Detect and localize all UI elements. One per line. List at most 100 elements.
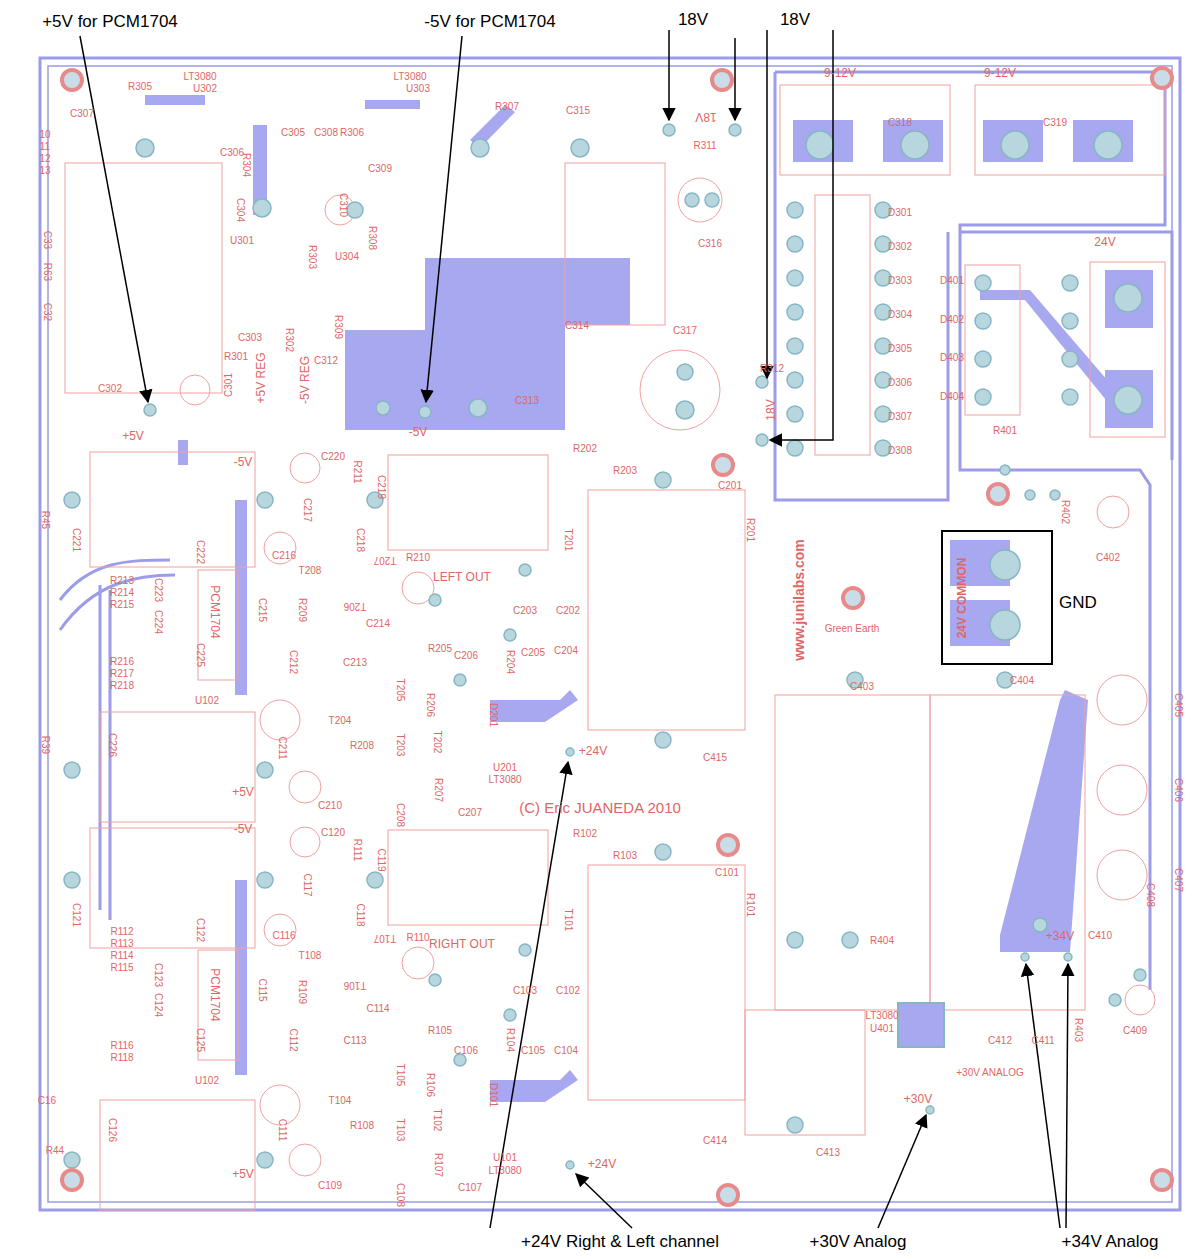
silkscreen-label: C301 [223,373,234,397]
silkscreen-label: U102 [195,695,219,706]
silkscreen-label: D402 [940,314,964,325]
terminal-box: 24V COMMONGND [941,530,1053,665]
annotation-label: +24V Right & Left channel [521,1233,719,1252]
silkscreen-label: R309 [333,315,344,339]
silkscreen-label: C225 [195,643,206,667]
silkscreen-label: C303 [238,332,262,343]
silkscreen-label: C402 [1096,552,1120,563]
silkscreen-label: T203 [395,734,406,757]
silkscreen-label: C316 [698,238,722,249]
silkscreen-label: C211 [277,736,288,759]
silkscreen-label: C314 [565,320,589,331]
silkscreen-label: C101 [715,867,739,878]
silkscreen-label: U401 [870,1023,894,1034]
silkscreen-label: R305 [128,81,152,92]
silkscreen-label: C310 [338,193,349,217]
silkscreen-label: C210 [318,800,342,811]
silkscreen-label: R302 [284,328,295,352]
silkscreen-label: R202 [573,443,597,454]
silkscreen-label: R311 [693,140,716,151]
silkscreen-label: R201 [745,518,756,542]
silkscreen-label: -5V REG [299,356,312,404]
silkscreen-label: C307 [70,108,94,119]
silkscreen-label: C204 [554,645,578,656]
silkscreen-label: R213 [110,575,134,586]
silkscreen-label: C105 [521,1045,545,1056]
silkscreen-label: C203 [513,605,537,616]
silkscreen-label: R217 [110,668,134,679]
silkscreen-label: +5V [122,430,144,443]
silkscreen-label: C102 [556,985,580,996]
silkscreen-label: C414 [703,1135,727,1146]
silkscreen-label: R105 [428,1025,452,1036]
silkscreen-label: R209 [297,598,308,622]
silkscreen-label: C218 [355,528,366,552]
silkscreen-label: R218 [110,680,134,691]
silkscreen-label: +5V [232,786,254,799]
heading-label: GND [1059,594,1097,613]
silkscreen-label: C319 [1043,117,1067,128]
silkscreen-label: 12 [39,153,50,164]
silkscreen-label: U302 [193,83,217,94]
silkscreen-label: R312 [760,363,784,374]
silkscreen-label: R402 [1060,500,1071,524]
silkscreen-label: C312 [314,355,338,366]
silkscreen-label: R214 [110,587,134,598]
annotation-label: -5V for PCM1704 [424,13,555,32]
silkscreen-label: C123 [153,963,164,987]
silkscreen-label: LEFT OUT [433,571,491,584]
regulator-tab [898,1003,944,1047]
silkscreen-label: -5V [234,456,253,469]
silkscreen-label: R109 [297,980,308,1004]
silkscreen-label: U102 [195,1075,219,1086]
silkscreen-label: R205 [428,643,452,654]
silkscreen-label: R306 [340,127,364,138]
silkscreen-label: C213 [343,657,367,668]
silkscreen-label: R203 [613,465,637,476]
silkscreen-label: www.junilabs.com [792,539,807,661]
silkscreen-label: PCM1704 [207,968,220,1021]
silkscreen-label: C306 [220,147,244,158]
solder-pad [64,124,1146,1169]
silkscreen-label: T101 [563,909,574,932]
silkscreen-label: D401 [940,275,964,286]
silkscreen-label: C221 [71,528,82,552]
silkscreen-label: D301 [888,207,912,218]
silkscreen-label: LT3080 [183,71,216,82]
silkscreen-label: R206 [425,693,436,717]
silkscreen-label: C216 [272,550,296,561]
silkscreen-label: C224 [153,610,164,634]
component-outline [65,85,1165,1210]
silkscreen-label: D305 [888,343,912,354]
silkscreen-label: -5V [409,426,428,439]
silkscreen-label: (C) Eric JUANEDA 2010 [519,800,681,817]
silkscreen-label: C403 [850,681,874,692]
silkscreen-label: R204 [505,650,516,674]
silkscreen-label: U303 [406,83,430,94]
silkscreen-label: R304 [241,153,252,177]
silkscreen-label: C125 [195,1028,206,1052]
silkscreen-label: T206 [344,601,367,612]
silkscreen-label: D307 [888,411,912,422]
silkscreen-label: R111 [352,839,363,861]
silkscreen-label: R118 [110,1052,133,1063]
silkscreen-label: U304 [335,251,359,262]
silkscreen-label: T107 [374,933,397,944]
silkscreen-label: C117 [302,873,313,896]
silkscreen-label: R108 [350,1120,374,1131]
silkscreen-label: C305 [281,127,305,138]
silkscreen-label: C112 [288,1028,299,1051]
silkscreen-label: C116 [272,930,295,941]
silkscreen-label: R44 [46,1145,64,1156]
silkscreen-label: R207 [433,778,444,802]
silkscreen-label: 18V [765,399,778,420]
silkscreen-label: R308 [367,226,378,250]
silkscreen-label: +30V ANALOG [956,1067,1024,1078]
silkscreen-label: C126 [107,1118,118,1142]
silkscreen-label: R107 [433,1153,444,1177]
silkscreen-label: C407 [1173,868,1184,892]
silkscreen-label: C124 [153,993,164,1017]
silkscreen-label: 10 [39,129,50,140]
silkscreen-label: C219 [376,475,387,499]
